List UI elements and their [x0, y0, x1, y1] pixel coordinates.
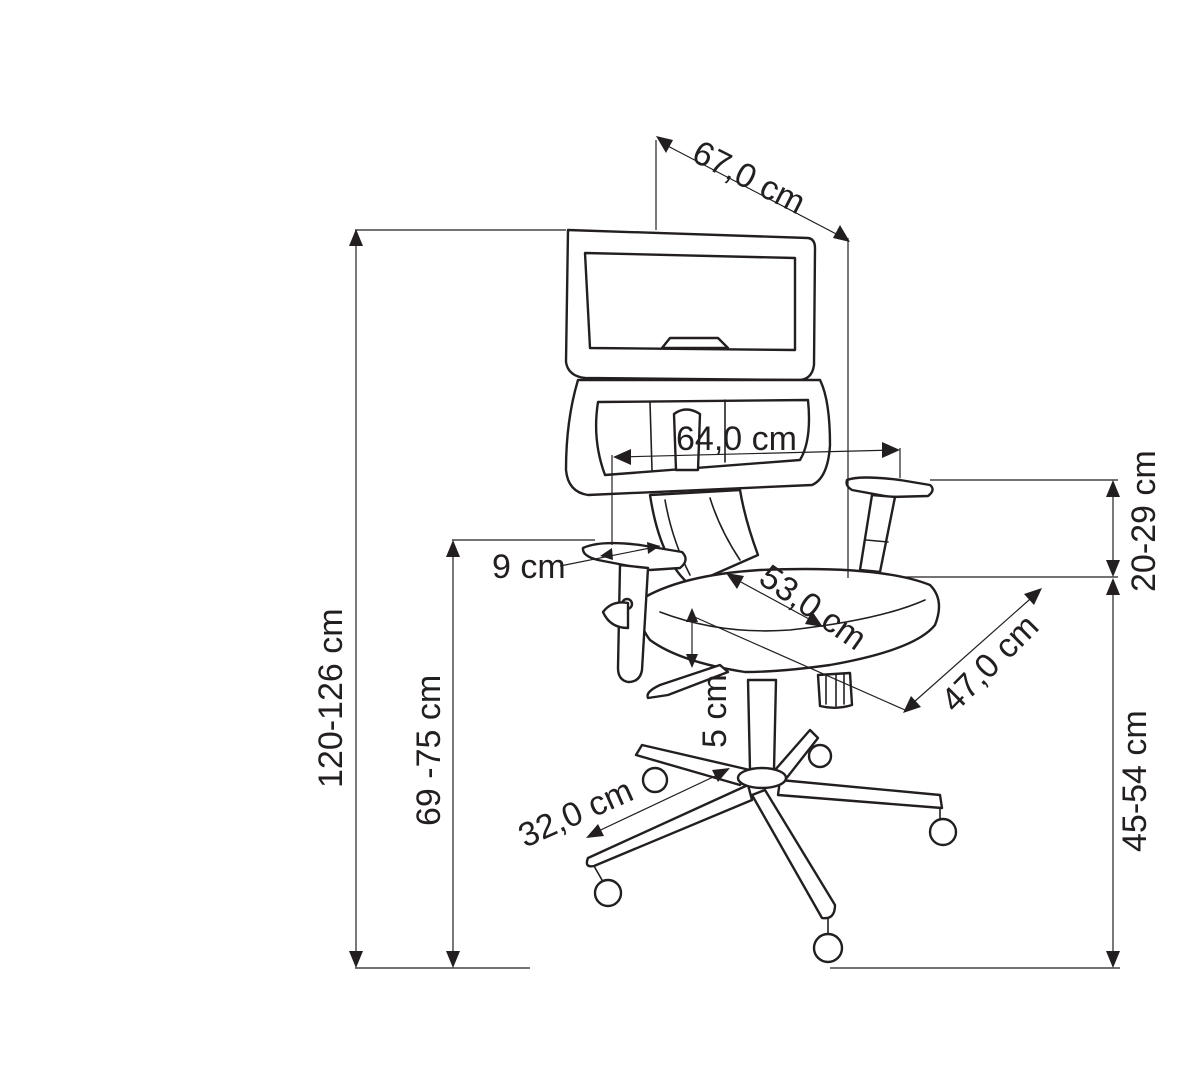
arrow-width-right	[882, 442, 900, 458]
right-armrest-joint	[865, 539, 889, 543]
arrow-depth-left	[656, 136, 673, 153]
spine-line-1	[664, 499, 691, 576]
right-armrest-post	[858, 493, 897, 574]
left-armrest-pad	[581, 541, 687, 572]
arrow-seat-bottom	[1106, 951, 1120, 968]
caster-stem-left	[593, 865, 603, 881]
caster-back-left	[641, 766, 669, 794]
arrow-armheight-top	[1106, 480, 1120, 497]
label-height-total: 120-126 cm	[312, 608, 350, 788]
arrow-armfloor-top	[446, 540, 460, 557]
gas-cylinder	[746, 678, 778, 772]
spine-line-2	[709, 497, 741, 561]
arrow-base-outer	[586, 824, 604, 838]
adjust-knob	[816, 671, 854, 709]
left-armrest-bracket	[601, 601, 630, 630]
arrow-height-bottom	[349, 951, 363, 968]
dimension-lines	[349, 136, 1120, 969]
backrest-mesh-line-1	[649, 401, 653, 471]
label-armrest-height: 20-29 cm	[1125, 450, 1163, 592]
seat	[637, 567, 941, 674]
label-width-total: 64,0 cm	[676, 420, 797, 458]
arrow-seatdepth-bottom	[805, 611, 823, 627]
arrow-armwidth-left	[600, 548, 613, 560]
chair-drawing	[564, 228, 958, 964]
arrow-adjust-bottom	[686, 654, 698, 668]
arrow-base-inner	[712, 768, 730, 782]
base-leg-front	[750, 788, 837, 920]
arrow-depth-right	[833, 225, 850, 242]
label-seat-adjust: 5 cm	[696, 674, 734, 748]
chair-casters	[593, 743, 958, 964]
backrest-upper-mesh	[583, 251, 797, 352]
arrow-seatwidth-bottom	[903, 696, 921, 713]
base-leg-right	[776, 778, 944, 810]
caster-back-right	[807, 743, 833, 769]
backrest-lumbar-clip	[660, 336, 730, 350]
arrow-armheight-bottom	[1106, 560, 1120, 577]
caster-right	[928, 817, 958, 847]
arrow-adjust-top	[686, 608, 698, 622]
arrow-armfloor-bottom	[446, 951, 460, 968]
arrow-width-left	[613, 449, 631, 465]
label-armrest-width: 9 cm	[492, 548, 566, 586]
label-seat-height: 45-54 cm	[1116, 710, 1154, 852]
label-armrest-floor: 69 -75 cm	[410, 675, 448, 826]
label-depth-total: 67,0 cm	[686, 133, 811, 222]
base-hub	[736, 766, 788, 790]
right-armrest-pad	[845, 476, 934, 499]
arrow-seatdepth-top	[726, 573, 744, 589]
label-seat-width: 47,0 cm	[934, 607, 1046, 719]
left-armrest-post	[616, 563, 650, 684]
caster-left	[593, 878, 623, 908]
caster-front	[812, 932, 844, 964]
arrow-height-top	[349, 229, 363, 246]
tilt-lever	[646, 663, 730, 700]
arrow-armwidth-right	[647, 542, 660, 554]
arrow-seatwidth-top	[1024, 588, 1042, 605]
seat-edge	[659, 599, 926, 632]
arrow-seat-top	[1106, 578, 1120, 595]
